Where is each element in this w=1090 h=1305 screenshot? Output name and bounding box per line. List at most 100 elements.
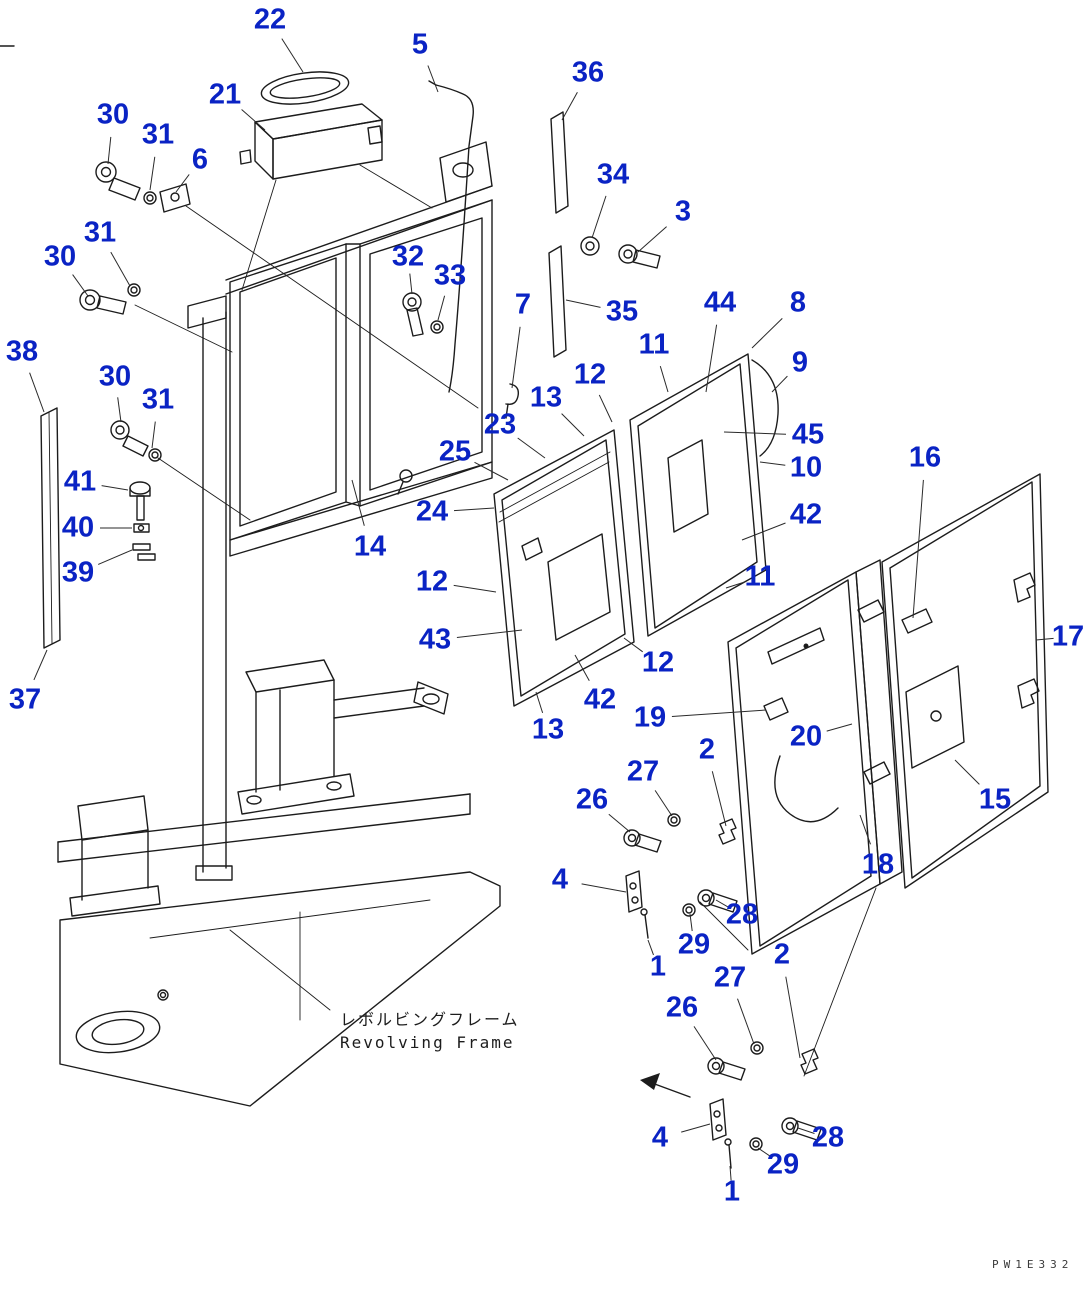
callout-4-57: 4 (651, 1121, 669, 1154)
leader-line-6-6 (175, 174, 190, 193)
leader-line-1-60 (729, 1165, 732, 1181)
callout-45-26: 45 (791, 418, 825, 451)
callout-44-15: 44 (703, 286, 737, 319)
callout-42-40: 42 (583, 683, 617, 716)
leader-line-26-47 (608, 813, 631, 833)
bolt-30-mid (79, 289, 127, 315)
callout-22-0: 22 (253, 3, 287, 36)
leader-line-2-54 (785, 976, 801, 1059)
view-arrow (640, 1073, 691, 1098)
washer-31-mid (127, 283, 141, 297)
callout-32-11: 32 (391, 240, 425, 273)
callout-38-21: 38 (5, 335, 39, 368)
side-seal-strip (40, 407, 61, 649)
callout-10-27: 10 (789, 451, 823, 484)
leader-line-10-27 (759, 461, 786, 466)
phi-mark (397, 469, 413, 495)
hook-7 (505, 383, 520, 419)
revolving-frame (57, 659, 501, 1107)
callout-17-37: 17 (1051, 620, 1085, 653)
seal-strip-36 (550, 111, 569, 214)
leader-line-30-4 (107, 136, 112, 165)
leader-line-35-14 (565, 299, 601, 308)
leader-line-20-42 (826, 723, 853, 732)
callout-31-5: 31 (141, 118, 175, 151)
radiator-guard (187, 141, 493, 881)
leader-line-25-25 (474, 461, 509, 481)
leader-line-23-24 (517, 437, 546, 459)
callout-30-22: 30 (98, 360, 132, 393)
callout-41-29: 41 (63, 465, 97, 498)
leader-line-34-7 (591, 195, 607, 239)
callout-33-12: 33 (433, 259, 467, 292)
leader-line-2-45 (711, 771, 727, 827)
leader-line-29-52 (689, 913, 693, 932)
callout-15-48: 15 (978, 783, 1012, 816)
leader-line-9-18 (771, 375, 788, 393)
callout-31-9: 31 (83, 216, 117, 249)
callout-12-39: 12 (641, 646, 675, 679)
callout-12-35: 12 (415, 565, 449, 598)
callout-26-56: 26 (665, 991, 699, 1024)
leader-line-31-9 (110, 251, 131, 287)
callout-16-28: 16 (908, 441, 942, 474)
leader-line-17-37 (1035, 637, 1054, 641)
nut-34 (580, 236, 600, 256)
leader-line-13-20 (561, 413, 585, 437)
callout-13-20: 13 (529, 381, 563, 414)
callout-30-10: 30 (43, 240, 77, 273)
frame-label-japanese: レボルビングフレーム (340, 1010, 520, 1029)
leader-line-30-22 (117, 397, 122, 423)
frame-label-english: Revolving Frame (340, 1033, 515, 1053)
leader-line-15-48 (954, 759, 980, 785)
gasket-ring (260, 71, 350, 105)
leader-line-12-19 (598, 394, 613, 423)
leader-line-45-26 (723, 431, 787, 435)
callout-29-52: 29 (677, 928, 711, 961)
drawing-code: PW1E332 (992, 1258, 1074, 1271)
callout-25-25: 25 (438, 435, 472, 468)
leader-line-4-49 (581, 883, 627, 893)
bolt-41 (129, 481, 151, 521)
leader-line-43-38 (456, 629, 523, 638)
leader-line-33-12 (437, 295, 446, 321)
callout-2-45: 2 (698, 733, 716, 766)
callout-34-7: 34 (596, 158, 630, 191)
callout-42-31: 42 (789, 498, 823, 531)
leader-line-22-0 (281, 38, 304, 73)
leader-line-36-2 (561, 92, 578, 121)
leader-line-11-36 (725, 581, 745, 589)
plate-6 (159, 183, 191, 213)
callout-19-41: 19 (633, 701, 667, 734)
washer-31-top (143, 191, 157, 205)
callout-28-50: 28 (725, 898, 759, 931)
leader-line-37-44 (33, 649, 48, 681)
leader-line-31-5 (149, 156, 156, 191)
frame-label: レボルビングフレーム Revolving Frame (340, 1008, 520, 1054)
callout-21-3: 21 (208, 78, 242, 111)
leader-line-28-58 (797, 1127, 815, 1134)
leader-line-32-11 (409, 273, 413, 295)
right-panel (881, 473, 1049, 889)
callout-12-19: 12 (573, 358, 607, 391)
leader-line-21-3 (241, 109, 266, 131)
leader-line-42-31 (741, 522, 786, 541)
leader-line-11-17 (659, 365, 669, 393)
leader-line-39-33 (98, 549, 133, 565)
bolt-30-top (95, 161, 141, 201)
callout-39-33: 39 (61, 556, 95, 589)
callout-27-55: 27 (713, 961, 747, 994)
seal-strip-35 (548, 245, 567, 358)
leader-line-1-53 (647, 939, 654, 956)
washer-31-low (148, 448, 162, 462)
leader-line-19-41 (671, 709, 767, 717)
cover-box (239, 103, 383, 180)
callout-43-38: 43 (418, 623, 452, 656)
callout-27-46: 27 (626, 755, 660, 788)
callout-4-49: 4 (551, 863, 569, 896)
callout-7-13: 7 (514, 288, 532, 321)
callout-11-17: 11 (638, 328, 670, 361)
leader-line-8-16 (751, 318, 783, 349)
callout-36-2: 36 (571, 56, 605, 89)
